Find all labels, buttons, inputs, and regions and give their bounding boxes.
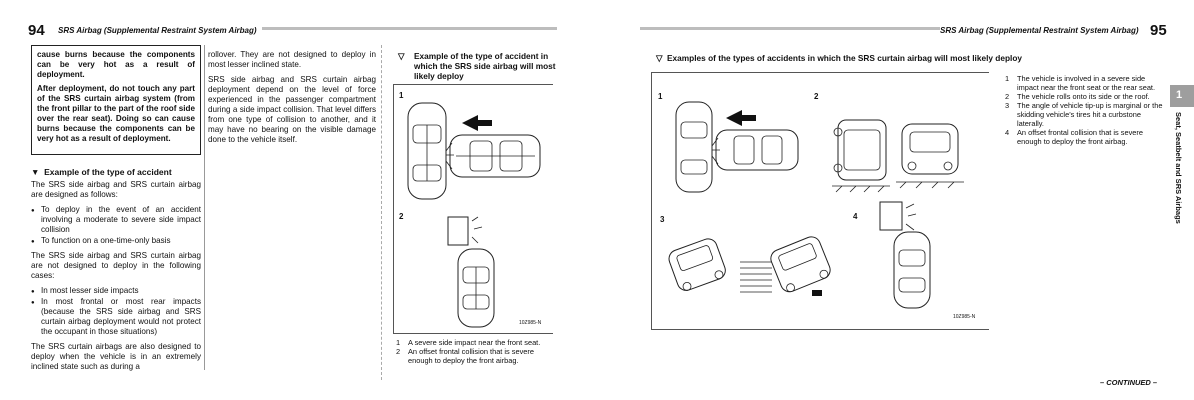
left-column-1: ▼ Example of the type of accident The SR… bbox=[31, 162, 201, 377]
chapter-side-label: Seat, Seatbelt and SRS Airbags bbox=[1174, 112, 1183, 224]
caption-item: 1 The vehicle is involved in a severe sid… bbox=[1005, 74, 1165, 92]
caption-text: A severe side impact near the front seat… bbox=[408, 338, 541, 347]
running-header-right: SRS Airbag (Supplemental Restraint Syste… bbox=[940, 26, 1139, 35]
figure-code: 10Z985-N bbox=[953, 314, 976, 320]
page-number-right: 95 bbox=[1150, 22, 1167, 39]
figure-number: 1 bbox=[399, 91, 404, 100]
figure-number: 3 bbox=[660, 215, 665, 224]
offset-frontal-illustration bbox=[447, 216, 495, 328]
side-airbag-box-title: ▽ Example of the type of accident in whi… bbox=[398, 51, 556, 81]
bullet-list: To deploy in the event of an accident in… bbox=[31, 205, 201, 247]
paragraph: SRS side airbag and SRS curtain airbag d… bbox=[208, 75, 376, 144]
chapter-tab bbox=[1170, 85, 1194, 107]
caption-number: 1 bbox=[396, 338, 401, 347]
figure-number: 2 bbox=[814, 92, 819, 101]
chapter-tab-number: 1 bbox=[1176, 89, 1183, 101]
bullet-list: In most lesser side impacts In most fron… bbox=[31, 286, 201, 337]
figure-number: 2 bbox=[399, 212, 404, 221]
figure-number: 4 bbox=[853, 212, 858, 221]
caption-text: The angle of vehicle tip-up is marginal … bbox=[1017, 101, 1163, 128]
section-title: Example of the type of accident bbox=[44, 167, 172, 177]
running-header-left: SRS Airbag (Supplemental Restraint Syste… bbox=[58, 26, 257, 35]
caption-number: 2 bbox=[396, 347, 401, 356]
left-column-2: rollover. They are not designed to deplo… bbox=[208, 50, 376, 150]
caption-text: An offset frontal collision that is seve… bbox=[1017, 128, 1143, 146]
box-left-border bbox=[651, 72, 652, 330]
box-title-text: Example of the type of accident in which… bbox=[414, 51, 556, 81]
paragraph: rollover. They are not designed to deplo… bbox=[208, 50, 376, 69]
offset-frontal-illustration bbox=[879, 201, 931, 309]
column-divider bbox=[204, 45, 205, 370]
header-rule-left bbox=[262, 27, 557, 30]
header-rule-right bbox=[640, 27, 940, 30]
triangle-icon: ▽ bbox=[398, 51, 405, 61]
column-divider-dashed bbox=[381, 45, 382, 380]
box-bottom-border bbox=[651, 329, 989, 330]
curtain-airbag-box-title: ▽ Examples of the types of accidents in … bbox=[656, 53, 1156, 63]
warning-paragraph: cause burns because the components can b… bbox=[37, 50, 195, 79]
caption-item: 1 A severe side impact near the front sea… bbox=[396, 338, 556, 347]
box-title-text: Examples of the types of accidents in wh… bbox=[667, 53, 1023, 63]
side-impact-illustration bbox=[407, 102, 541, 200]
paragraph: The SRS side airbag and SRS curtain airb… bbox=[31, 251, 201, 280]
caption-number: 1 bbox=[1005, 74, 1010, 83]
figure-captions: 1 A severe side impact near the front sea… bbox=[396, 338, 556, 365]
figure-captions: 1 The vehicle is involved in a severe sid… bbox=[1005, 74, 1165, 146]
side-impact-illustration bbox=[675, 101, 799, 193]
tip-up-illustration bbox=[668, 236, 831, 296]
warning-box: cause burns because the components can b… bbox=[31, 45, 201, 155]
caption-item: 2 The vehicle rolls onto its side or the … bbox=[1005, 92, 1165, 101]
bullet-item: To function on a one-time-only basis bbox=[31, 236, 201, 247]
page-number-left: 94 bbox=[28, 22, 45, 39]
figure-code: 10Z985-N bbox=[519, 320, 542, 326]
figure-number: 1 bbox=[658, 92, 663, 101]
caption-item: 4 An offset frontal collision that is sev… bbox=[1005, 128, 1165, 146]
caption-number: 4 bbox=[1005, 128, 1010, 137]
box-bottom-border bbox=[393, 333, 553, 334]
bullet-item: In most frontal or most rear impacts (be… bbox=[31, 297, 201, 337]
caption-number: 3 bbox=[1005, 101, 1010, 110]
caption-number: 2 bbox=[1005, 92, 1010, 101]
triangle-icon: ▽ bbox=[656, 53, 663, 63]
caption-text: The vehicle rolls onto its side or the r… bbox=[1017, 92, 1150, 101]
caption-item: 2 An offset frontal collision that is sev… bbox=[396, 347, 556, 365]
section-heading: ▼ Example of the type of accident bbox=[31, 167, 172, 177]
bullet-item: In most lesser side impacts bbox=[31, 286, 201, 297]
paragraph: The SRS curtain airbags are also designe… bbox=[31, 342, 201, 371]
continued-label: – CONTINUED – bbox=[1100, 378, 1158, 387]
caption-text: An offset frontal collision that is seve… bbox=[408, 347, 534, 365]
warning-paragraph: After deployment, do not touch any part … bbox=[37, 84, 195, 143]
paragraph: The SRS side airbag and SRS curtain airb… bbox=[31, 180, 201, 199]
box-top-border bbox=[651, 72, 989, 73]
box-left-border bbox=[393, 84, 394, 334]
caption-text: The vehicle is involved in a severe side… bbox=[1017, 74, 1156, 92]
bullet-item: To deploy in the event of an accident in… bbox=[31, 205, 201, 235]
rollover-illustration bbox=[832, 119, 964, 193]
caption-item: 3 The angle of vehicle tip-up is marginal… bbox=[1005, 101, 1165, 128]
box-top-border bbox=[393, 84, 553, 85]
